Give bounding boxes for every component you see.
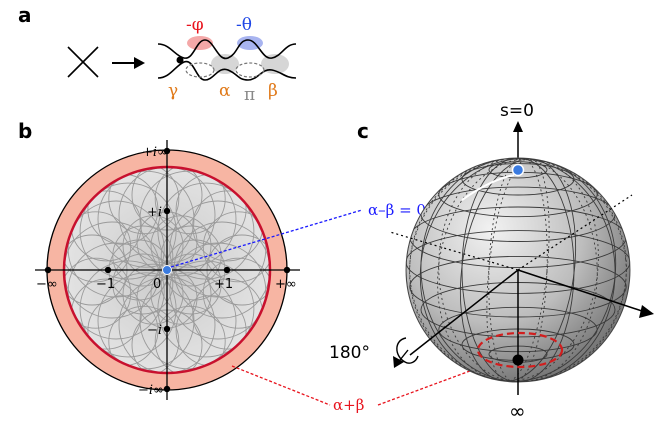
- pattern-circle: [169, 200, 267, 298]
- alpha-plus-beta-label: α+β: [333, 396, 364, 414]
- alpha-plus-beta-leader: [231, 365, 331, 406]
- dotted-axis-left: [389, 231, 519, 271]
- pattern-circle: [139, 272, 237, 370]
- grey-lobe-right: [261, 54, 289, 74]
- pattern-circle: [112, 225, 174, 287]
- alpha-label: α: [219, 81, 231, 101]
- latitude-line: [488, 161, 548, 179]
- panel-b: b +i∞ +i −∞ −1 0 +1 +∞ −i −i∞: [18, 119, 300, 400]
- pattern-circle: [160, 253, 222, 315]
- north-label: s=0: [500, 101, 534, 121]
- north-leader: [461, 174, 515, 201]
- pattern-circle: [202, 257, 270, 329]
- tick-dot-plus-one: [223, 266, 231, 274]
- tick-zero: 0: [153, 277, 161, 292]
- alpha-minus-beta-leader: [170, 209, 363, 268]
- tick-plus-one: +1: [214, 277, 233, 292]
- tick-dot-minus-i: [163, 325, 171, 333]
- right-arrow-icon: [112, 57, 145, 69]
- junction-dot: [176, 56, 184, 64]
- tick-plus-i-inf: +i∞: [142, 145, 168, 160]
- pattern-circle: [139, 170, 237, 268]
- panel-b-label: b: [18, 119, 32, 143]
- theta-label: -θ: [236, 15, 252, 35]
- lower-strand: [157, 60, 297, 81]
- pattern-circle: [97, 170, 195, 268]
- pattern-circle: [154, 305, 226, 373]
- dashed-loop-right: [235, 62, 265, 78]
- rotation-label: 180°: [329, 343, 370, 363]
- pattern-circle: [67, 242, 165, 340]
- north-arrow-icon: [513, 121, 523, 132]
- pattern-circle: [108, 167, 180, 235]
- tick-dot-minus-one: [104, 266, 112, 274]
- tick-dot-plus-i: [163, 207, 171, 215]
- tick-plus-inf: +∞: [275, 277, 297, 292]
- longitude-line: [409, 158, 627, 382]
- axis-right: [517, 269, 646, 313]
- longitude-line: [420, 158, 616, 382]
- pattern-circle: [67, 200, 165, 298]
- tick-dot-minus-i-inf: [163, 385, 171, 393]
- pattern-circle: [122, 263, 184, 325]
- pattern-circle: [150, 215, 212, 277]
- north-point: [511, 163, 525, 177]
- pattern-circle: [160, 225, 222, 287]
- tick-plus-i: +i: [147, 205, 162, 220]
- pattern-circle: [169, 242, 267, 340]
- tick-dot-plus-inf: [283, 266, 291, 274]
- south-point: [512, 354, 524, 366]
- pattern-circle: [64, 257, 132, 329]
- pattern-circle: [108, 305, 180, 373]
- panel-c-label: c: [357, 119, 369, 143]
- rotation-icon: [393, 337, 419, 368]
- pi-label: π: [244, 85, 255, 105]
- panel-a: a -φ -θ γ α π β: [18, 3, 297, 105]
- axis-lower-left: [409, 269, 519, 356]
- upper-strand: [157, 39, 297, 60]
- tick-minus-i: −i: [147, 323, 162, 338]
- pattern-circle: [202, 211, 270, 283]
- pattern-circle: [64, 211, 132, 283]
- tick-minus-inf: −∞: [36, 277, 58, 292]
- beta-label: β: [268, 81, 278, 101]
- phi-label: -φ: [186, 15, 204, 35]
- panel-c: c s=0 ∞ 180°: [329, 101, 654, 422]
- center-point: [162, 265, 172, 275]
- dashed-loop-left: [185, 62, 215, 78]
- tick-dot-minus-inf: [44, 266, 52, 274]
- gamma-label: γ: [168, 81, 178, 101]
- pattern-circle: [97, 272, 195, 370]
- tick-dot-plus-i-inf: [163, 147, 171, 155]
- alpha-minus-beta-label: α–β = 0: [368, 201, 426, 219]
- right-arrow-head-icon: [639, 305, 654, 318]
- south-label: ∞: [509, 399, 526, 422]
- south-dashed-circle: [476, 331, 564, 369]
- panel-a-label: a: [18, 3, 32, 27]
- pattern-circle: [154, 167, 226, 235]
- tick-minus-one: −1: [96, 277, 115, 292]
- alpha-plus-beta-leader-right: [377, 367, 479, 406]
- tick-minus-i-inf: −i∞: [138, 383, 164, 398]
- crossing-icon: [67, 46, 99, 78]
- grey-lobe-left: [211, 54, 239, 74]
- longitude-line: [409, 158, 627, 382]
